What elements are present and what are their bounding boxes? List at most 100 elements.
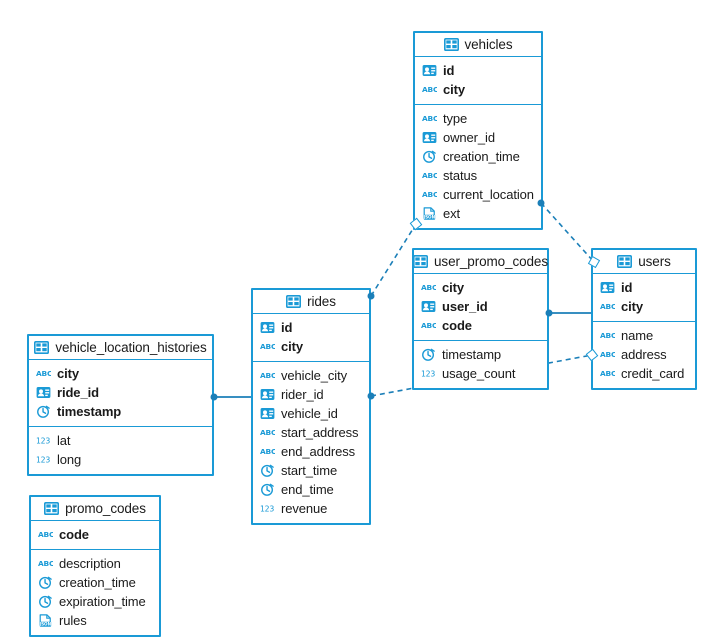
clock-icon: [38, 576, 53, 590]
relationship-source-dot: [367, 392, 375, 400]
svg-text:123: 123: [260, 504, 274, 513]
clock-icon: [422, 150, 437, 164]
abc-icon: ABC: [38, 557, 53, 571]
column-name: expiration_time: [59, 594, 146, 609]
table-header-vehicle_location_histories[interactable]: vehicle_location_histories: [29, 336, 212, 360]
column-row[interactable]: expiration_time: [31, 592, 159, 611]
svg-text:JSON: JSON: [39, 621, 52, 626]
abc-icon: ABC: [600, 367, 615, 381]
column-row[interactable]: start_time: [253, 461, 369, 480]
relationship-source-dot: [210, 393, 218, 401]
clock-icon: [38, 595, 53, 609]
column-row[interactable]: ABC credit_card: [593, 364, 695, 383]
column-name: id: [281, 320, 293, 335]
table-header-vehicles[interactable]: vehicles: [415, 33, 541, 57]
column-row[interactable]: vehicle_id: [253, 404, 369, 423]
clock-icon: [260, 464, 275, 478]
primary-key-row[interactable]: id: [415, 61, 541, 80]
svg-text:ABC: ABC: [600, 350, 615, 359]
primary-key-row[interactable]: user_id: [414, 297, 547, 316]
abc-icon: ABC: [422, 169, 437, 183]
id-card-icon: [422, 131, 437, 145]
table-name: vehicle_location_histories: [55, 340, 207, 355]
column-name: start_address: [281, 425, 359, 440]
column-name: usage_count: [442, 366, 516, 381]
column-name: lat: [57, 433, 71, 448]
column-name: end_address: [281, 444, 356, 459]
relationship-source-dot: [367, 292, 375, 300]
table-header-rides[interactable]: rides: [253, 290, 369, 314]
id-card-icon: [260, 321, 275, 335]
table-header-user_promo_codes[interactable]: user_promo_codes: [413, 250, 548, 274]
column-row[interactable]: creation_time: [31, 573, 159, 592]
table-grid-icon: [443, 37, 459, 52]
id-card-icon: [260, 388, 275, 402]
svg-text:ABC: ABC: [422, 171, 437, 180]
column-name: timestamp: [442, 347, 502, 362]
column-name: vehicle_city: [281, 368, 347, 383]
column-name: city: [442, 280, 465, 295]
primary-key-row[interactable]: ride_id: [29, 383, 212, 402]
column-row[interactable]: owner_id: [415, 128, 541, 147]
column-name: owner_id: [443, 130, 495, 145]
column-name: city: [621, 299, 644, 314]
column-name: code: [59, 527, 89, 542]
primary-key-row[interactable]: id: [593, 278, 695, 297]
svg-text:123: 123: [36, 455, 50, 464]
svg-text:ABC: ABC: [600, 331, 615, 340]
column-name: credit_card: [621, 366, 685, 381]
column-row[interactable]: rider_id: [253, 385, 369, 404]
column-name: city: [281, 339, 304, 354]
column-row[interactable]: ABC description: [31, 554, 159, 573]
column-row[interactable]: end_time: [253, 480, 369, 499]
column-name: description: [59, 556, 121, 571]
column-name: id: [443, 63, 455, 78]
clock-icon: [36, 405, 51, 419]
column-row[interactable]: timestamp: [414, 345, 547, 364]
table-header-promo_codes[interactable]: promo_codes: [31, 497, 159, 521]
table-grid-icon: [413, 254, 429, 269]
primary-key-row[interactable]: timestamp: [29, 402, 212, 421]
column-row[interactable]: creation_time: [415, 147, 541, 166]
abc-icon: ABC: [600, 348, 615, 362]
column-name: creation_time: [59, 575, 136, 590]
primary-key-row[interactable]: id: [253, 318, 369, 337]
svg-text:ABC: ABC: [38, 559, 53, 568]
id-card-icon: [421, 300, 436, 314]
table-header-users[interactable]: users: [593, 250, 695, 274]
